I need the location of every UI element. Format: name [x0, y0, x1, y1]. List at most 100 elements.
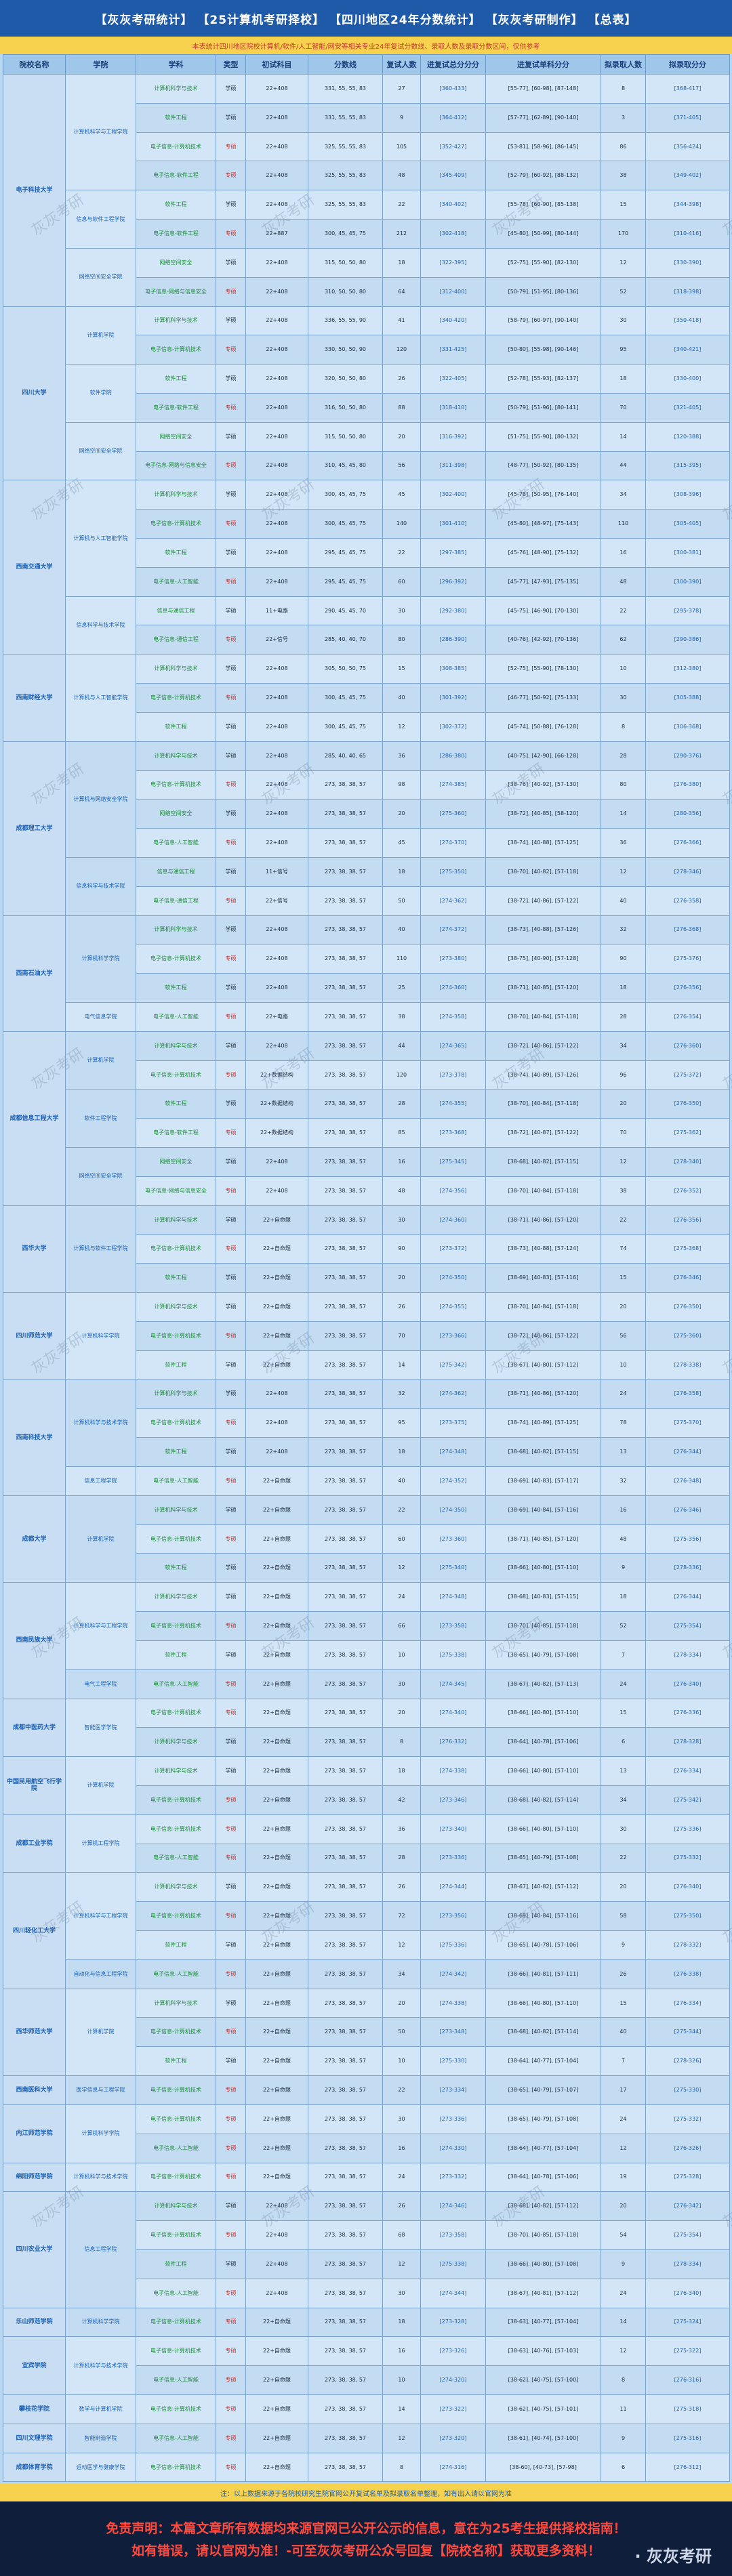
cell-college: 计算机学院 — [65, 1495, 136, 1583]
cell-single: [38-61], [40-74], [57-100] — [485, 2423, 601, 2453]
cell-line: 325, 55, 55, 83 — [308, 131, 383, 162]
cell-college: 计算机与网络安全学院 — [65, 741, 136, 858]
disclaimer-line-1: 免责声明：本篇文章所有数据均来源官网已公开公示的信息，意在为25考生提供择校指南… — [106, 2521, 626, 2536]
cell-major: 软件工程 — [136, 1437, 216, 1467]
cell-admit: 86 — [601, 131, 646, 162]
cell-retest: 80 — [382, 625, 421, 655]
cell-college: 计算机科学与工程学院 — [65, 73, 136, 191]
cell-major: 电子信息-人工智能 — [136, 2278, 216, 2308]
cell-subject: 22+408 — [245, 654, 308, 684]
cell-retest: 12 — [382, 1930, 421, 1960]
cell-school: 乐山师范学院 — [3, 2307, 66, 2338]
cell-admit-score: [276-346] — [645, 1495, 730, 1525]
cell-admit: 26 — [601, 1959, 646, 1989]
cell-retest: 10 — [382, 2365, 421, 2395]
subtitle-note: 本表统计四川地区院校计算机/软件/人工智能/网安等相关专业24年复试分数线、录取… — [0, 37, 732, 54]
cell-admit: 13 — [601, 1756, 646, 1786]
cell-retest: 20 — [382, 1988, 421, 2018]
cell-type: 学硕 — [216, 1872, 246, 1903]
cell-retest: 14 — [382, 1350, 421, 1380]
cell-admit: 95 — [601, 335, 646, 365]
cell-major: 电子信息-计算机技术 — [136, 683, 216, 713]
cell-line: 285, 40, 40, 65 — [308, 741, 383, 771]
cell-single: [52-75], [55-90], [78-130] — [485, 654, 601, 684]
cell-admit: 22 — [601, 1843, 646, 1873]
cell-retest: 85 — [382, 1118, 421, 1148]
cell-retest: 18 — [382, 247, 421, 278]
cell-line: 273, 38, 38, 57 — [308, 1031, 383, 1061]
cell-subject: 22+数据结构 — [245, 1089, 308, 1119]
cell-major: 电子信息-软件工程 — [136, 161, 216, 191]
cell-total: [331-425] — [420, 335, 486, 365]
cell-retest: 140 — [382, 509, 421, 539]
cell-line: 273, 38, 38, 57 — [308, 1350, 383, 1380]
cell-single: [50-79], [51-95], [80-136] — [485, 276, 601, 307]
cell-single: [38-68], [40-82], [57-115] — [485, 1437, 601, 1467]
column-header: 分数线 — [308, 54, 383, 75]
cell-admit-score: [371-405] — [645, 102, 730, 133]
cell-major: 软件工程 — [136, 1263, 216, 1293]
cell-total: [318-410] — [420, 392, 486, 423]
cell-admit-score: [278-334] — [645, 1640, 730, 1670]
cell-retest: 88 — [382, 392, 421, 423]
cell-subject: 22+408 — [245, 828, 308, 858]
cell-subject: 22+自命题 — [245, 1350, 308, 1380]
cell-school: 电子科技大学 — [3, 74, 66, 307]
cell-single: [38-69], [40-84], [57-116] — [485, 1901, 601, 1931]
cell-single: [38-64], [40-78], [57-106] — [485, 1727, 601, 1758]
cell-college: 计算机科学与技术学院 — [65, 2162, 136, 2193]
cell-major: 网络空间安全 — [136, 421, 216, 452]
cell-total: [273-378] — [420, 1060, 486, 1090]
cell-admit: 20 — [601, 1089, 646, 1119]
cell-type: 专硕 — [216, 131, 246, 162]
cell-college: 智能制造学院 — [65, 2423, 136, 2453]
cell-major: 电子信息-计算机技术 — [136, 335, 216, 365]
cell-admit: 12 — [601, 856, 646, 887]
cell-single: [38-70], [40-84], [57-118] — [485, 1292, 601, 1322]
cell-type: 专硕 — [216, 1843, 246, 1873]
cell-total: [274-348] — [420, 1437, 486, 1467]
cell-major: 软件工程 — [136, 2046, 216, 2077]
cell-single: [38-63], [40-76], [57-103] — [485, 2336, 601, 2367]
cell-major: 电子信息-计算机技术 — [136, 2307, 216, 2338]
cell-line: 273, 38, 38, 57 — [308, 1263, 383, 1293]
cell-college: 网络空间安全学院 — [65, 421, 136, 481]
cell-admit: 90 — [601, 944, 646, 974]
cell-total: [274-360] — [420, 1205, 486, 1235]
cell-college: 数学与计算机学院 — [65, 2394, 136, 2424]
cell-retest: 16 — [382, 2133, 421, 2163]
cell-subject: 22+408 — [245, 566, 308, 597]
cell-admit: 10 — [601, 1350, 646, 1380]
cell-line: 273, 38, 38, 57 — [308, 828, 383, 858]
cell-line: 315, 50, 50, 80 — [308, 247, 383, 278]
cell-subject: 22+自命题 — [245, 1263, 308, 1293]
cell-total: [275-350] — [420, 856, 486, 887]
cell-retest: 26 — [382, 1292, 421, 1322]
cell-type: 学硕 — [216, 1495, 246, 1525]
cell-subject: 22+信号 — [245, 625, 308, 655]
cell-line: 273, 38, 38, 57 — [308, 1524, 383, 1554]
cell-type: 专硕 — [216, 2162, 246, 2193]
cell-admit-score: [276-358] — [645, 886, 730, 916]
cell-college: 软件工程学院 — [65, 1089, 136, 1148]
cell-subject: 22+887 — [245, 219, 308, 249]
cell-retest: 120 — [382, 1060, 421, 1090]
cell-total: [302-400] — [420, 480, 486, 510]
cell-total: [274-344] — [420, 2278, 486, 2308]
cell-admit: 20 — [601, 1292, 646, 1322]
cell-single: [38-65], [40-79], [57-108] — [485, 1843, 601, 1873]
cell-admit: 16 — [601, 1495, 646, 1525]
cell-major: 计算机科学与技术 — [136, 1988, 216, 2018]
cell-line: 273, 38, 38, 57 — [308, 1002, 383, 1032]
